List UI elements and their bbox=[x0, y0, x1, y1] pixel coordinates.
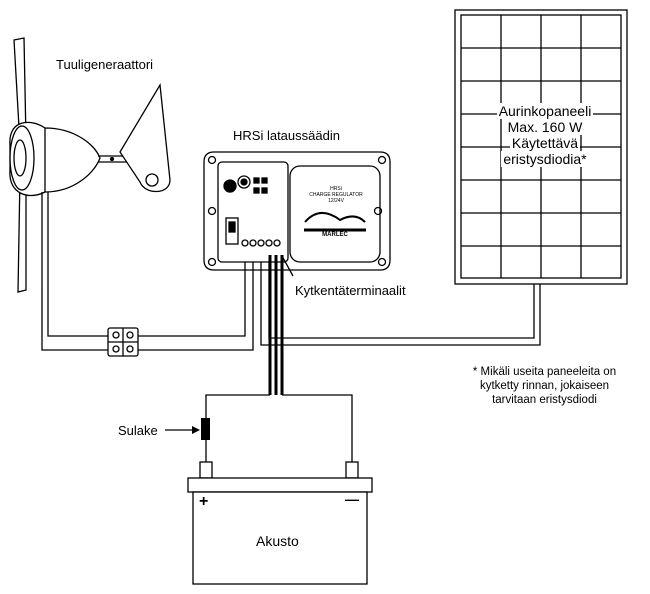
terminals-label: Kytkentäterminaalit bbox=[295, 283, 406, 298]
footnote-line-2: kytketty rinnan, jokaiseen bbox=[479, 380, 610, 392]
charge-regulator-illustration bbox=[203, 151, 391, 274]
footnote-line-1: * Mikäli useita paneeleita on bbox=[472, 366, 617, 378]
regulator-label: HRSi lataussäädin bbox=[233, 128, 340, 143]
wiring-lines bbox=[41, 255, 541, 462]
diode-footnote: * Mikäli useita paneeleita on kytketty r… bbox=[452, 365, 637, 407]
battery-label: Akusto bbox=[256, 533, 299, 549]
marlec-logo: MARLEC bbox=[322, 232, 348, 238]
solar-panel-line-1: Aurinkopaneeli bbox=[496, 103, 594, 119]
regulator-plate-line-1: HRSi bbox=[330, 186, 342, 192]
fuse-symbol bbox=[165, 418, 210, 440]
regulator-plate-line-3: 12/24V bbox=[328, 198, 344, 204]
solar-panel-label: Aurinkopaneeli Max. 160 W Käytettävä eri… bbox=[470, 103, 620, 167]
solar-panel-line-3: Käytettävä bbox=[509, 135, 581, 151]
wind-generator-label: Tuuligeneraattori bbox=[56, 57, 154, 72]
regulator-plate-text: HRSi CHARGE REGULATOR 12/24V bbox=[296, 186, 376, 204]
connector-block bbox=[107, 327, 139, 357]
minus-terminal-label: — bbox=[345, 491, 359, 507]
battery-illustration bbox=[187, 461, 373, 585]
wind-generator-illustration bbox=[9, 37, 171, 293]
regulator-plate-line-2: CHARGE REGULATOR bbox=[309, 192, 363, 198]
plus-terminal-label: + bbox=[199, 493, 209, 510]
solar-panel-line-4: eristysdiodia* bbox=[501, 151, 589, 167]
fuse-label: Sulake bbox=[118, 423, 158, 438]
footnote-line-3: tarvitaan eristysdiodi bbox=[492, 394, 597, 406]
solar-panel-line-2: Max. 160 W bbox=[505, 119, 585, 135]
